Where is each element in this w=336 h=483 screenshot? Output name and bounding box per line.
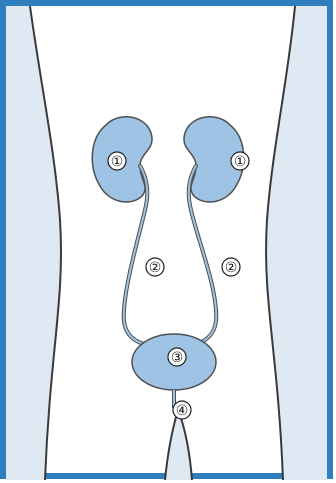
marker-urethra: ④ [173,401,191,419]
marker-kidney-right: ① [231,152,249,170]
marker-ureter-right-label: ② [225,260,238,276]
marker-ureter-left-label: ② [149,260,162,276]
marker-ureter-left: ② [146,258,164,276]
marker-kidney-left-label: ① [111,154,124,170]
marker-urethra-label: ④ [176,403,189,419]
marker-kidney-left: ① [108,152,126,170]
marker-ureter-right: ② [222,258,240,276]
marker-kidney-right-label: ① [234,154,247,170]
marker-bladder-label: ③ [171,350,184,366]
marker-bladder: ③ [168,348,186,366]
